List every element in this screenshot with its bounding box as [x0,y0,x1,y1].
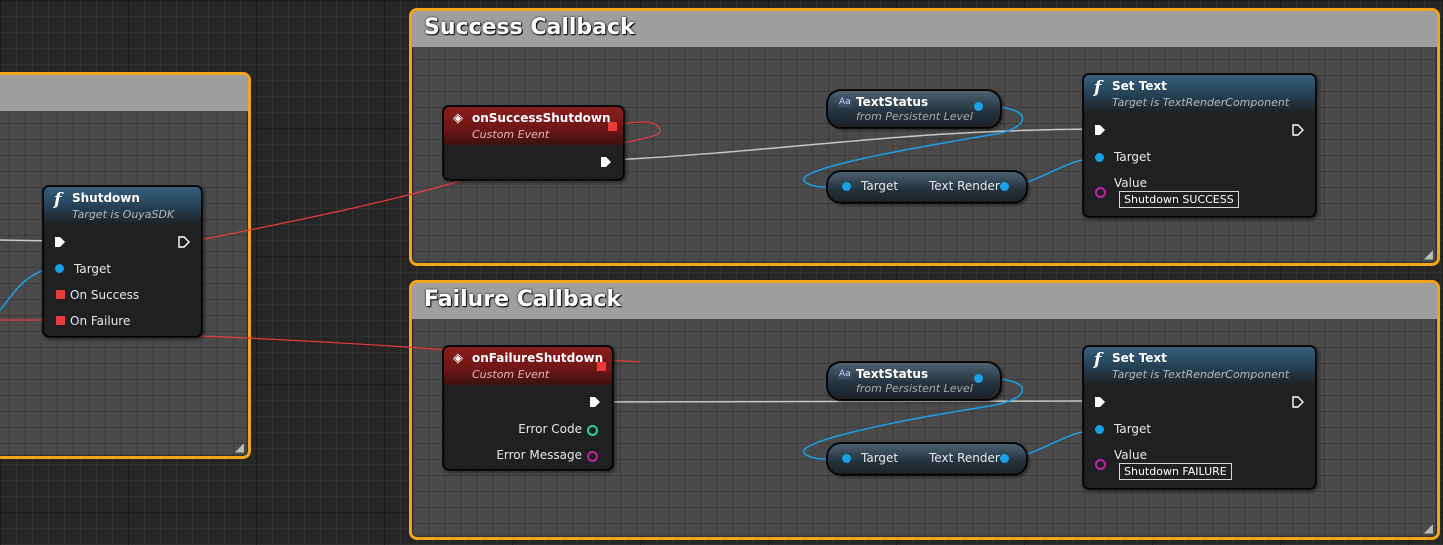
error-code-pin-icon[interactable] [587,425,598,436]
get-textrender-label: Text Render [929,451,1000,465]
success-event-title: onSuccessShutdown [472,111,611,125]
var-output-pin-icon[interactable] [974,102,983,111]
failure-textrender-get-node[interactable]: Target Text Render [827,443,1027,475]
function-f-icon: f [54,190,62,210]
shutdown-node-header[interactable]: f Shutdown Target is OuyaSDK [44,187,201,225]
settext-value-input[interactable]: Shutdown SUCCESS [1119,191,1239,208]
get-textrender-label: Text Render [929,179,1000,193]
var-output-pin-icon[interactable] [974,374,983,383]
success-comment-title-bar[interactable]: Success Callback [412,11,1437,47]
success-event-node[interactable]: ◈ onSuccessShutdown Custom Event [443,106,624,180]
success-textrender-get-node[interactable]: Target Text Render [827,171,1027,203]
delegate-pin-icon[interactable] [608,122,617,131]
get-input-pin-icon[interactable] [842,454,851,463]
event-diamond-icon: ◈ [453,351,463,366]
on-success-pin-label: On Success [70,288,140,302]
failure-textstatus-var-node[interactable]: Aa TextStatus from Persistent Level [827,362,1001,400]
exec-out-icon[interactable] [600,156,612,168]
target-pin-icon[interactable] [1095,425,1104,434]
error-message-pin-label: Error Message [496,448,582,462]
target-pin-label: Target [74,262,112,276]
on-success-pin-icon[interactable] [56,290,65,299]
event-diamond-icon: ◈ [453,111,463,126]
get-output-pin-icon[interactable] [1000,182,1009,191]
success-settext-node[interactable]: f Set Text Target is TextRenderComponent… [1083,74,1316,217]
success-settext-subtitle: Target is TextRenderComponent [1112,96,1290,109]
success-textstatus-var-node[interactable]: Aa TextStatus from Persistent Level [827,90,1001,128]
exec-in-icon[interactable] [54,236,66,248]
on-failure-pin-icon[interactable] [56,316,65,325]
failure-settext-header[interactable]: f Set Text Target is TextRenderComponent [1084,347,1315,385]
shutdown-node-subtitle: Target is OuyaSDK [72,208,175,221]
error-message-pin-icon[interactable] [587,451,598,462]
delegate-pin-icon[interactable] [597,362,606,371]
left-comment-title-bar[interactable] [0,75,248,111]
exec-out-icon[interactable] [1292,396,1304,408]
error-code-pin-label: Error Code [518,422,582,436]
resize-grip-icon[interactable]: ◢ [1423,247,1433,261]
resize-grip-icon[interactable]: ◢ [234,440,244,454]
object-wire-success-var [802,105,1024,188]
resize-grip-icon[interactable]: ◢ [1423,521,1433,535]
function-f-icon: f [1094,350,1102,370]
exec-in-icon[interactable] [1094,124,1106,136]
text-variable-icon: Aa [838,369,852,379]
shutdown-node-title: Shutdown [72,191,140,205]
success-comment-title: Success Callback [424,15,635,40]
failure-settext-title: Set Text [1112,351,1167,365]
exec-wire-success [611,128,1099,161]
object-wire-failure-var [802,377,1024,460]
function-f-icon: f [1094,78,1102,98]
exec-in-icon[interactable] [1094,396,1106,408]
success-event-subtitle: Custom Event [472,128,550,141]
get-target-label: Target [861,179,899,193]
failure-event-header[interactable]: ◈ onFailureShutdown Custom Event [444,347,612,385]
failure-comment-title-bar[interactable]: Failure Callback [412,283,1437,319]
on-failure-pin-label: On Failure [70,314,131,328]
settext-target-label: Target [1114,422,1152,436]
settext-value-label: Value [1114,448,1147,462]
target-pin-icon[interactable] [1095,153,1104,162]
success-var-title: TextStatus [856,95,929,109]
failure-comment-title: Failure Callback [424,287,622,312]
target-pin-icon[interactable] [55,264,64,273]
failure-event-node[interactable]: ◈ onFailureShutdown Custom Event Error C… [443,346,613,470]
get-input-pin-icon[interactable] [842,182,851,191]
value-pin-icon[interactable] [1095,459,1106,470]
text-variable-icon: Aa [838,97,852,107]
failure-event-subtitle: Custom Event [472,368,550,381]
settext-value-input[interactable]: Shutdown FAILURE [1119,463,1232,480]
failure-event-title: onFailureShutdown [472,351,604,365]
failure-settext-subtitle: Target is TextRenderComponent [1112,368,1290,381]
value-pin-icon[interactable] [1095,187,1106,198]
failure-var-subtitle: from Persistent Level [856,382,973,395]
exec-out-icon[interactable] [178,236,190,248]
settext-target-label: Target [1114,150,1152,164]
exec-wire-failure [595,400,1099,403]
exec-out-icon[interactable] [1292,124,1304,136]
exec-out-icon[interactable] [589,396,601,408]
get-target-label: Target [861,451,899,465]
get-output-pin-icon[interactable] [1000,454,1009,463]
success-var-subtitle: from Persistent Level [856,110,973,123]
failure-settext-node[interactable]: f Set Text Target is TextRenderComponent… [1083,346,1316,489]
success-settext-title: Set Text [1112,79,1167,93]
shutdown-node[interactable]: f Shutdown Target is OuyaSDK Target On S… [43,186,202,337]
failure-var-title: TextStatus [856,367,929,381]
success-settext-header[interactable]: f Set Text Target is TextRenderComponent [1084,75,1315,113]
success-event-header[interactable]: ◈ onSuccessShutdown Custom Event [444,107,623,145]
settext-value-label: Value [1114,176,1147,190]
